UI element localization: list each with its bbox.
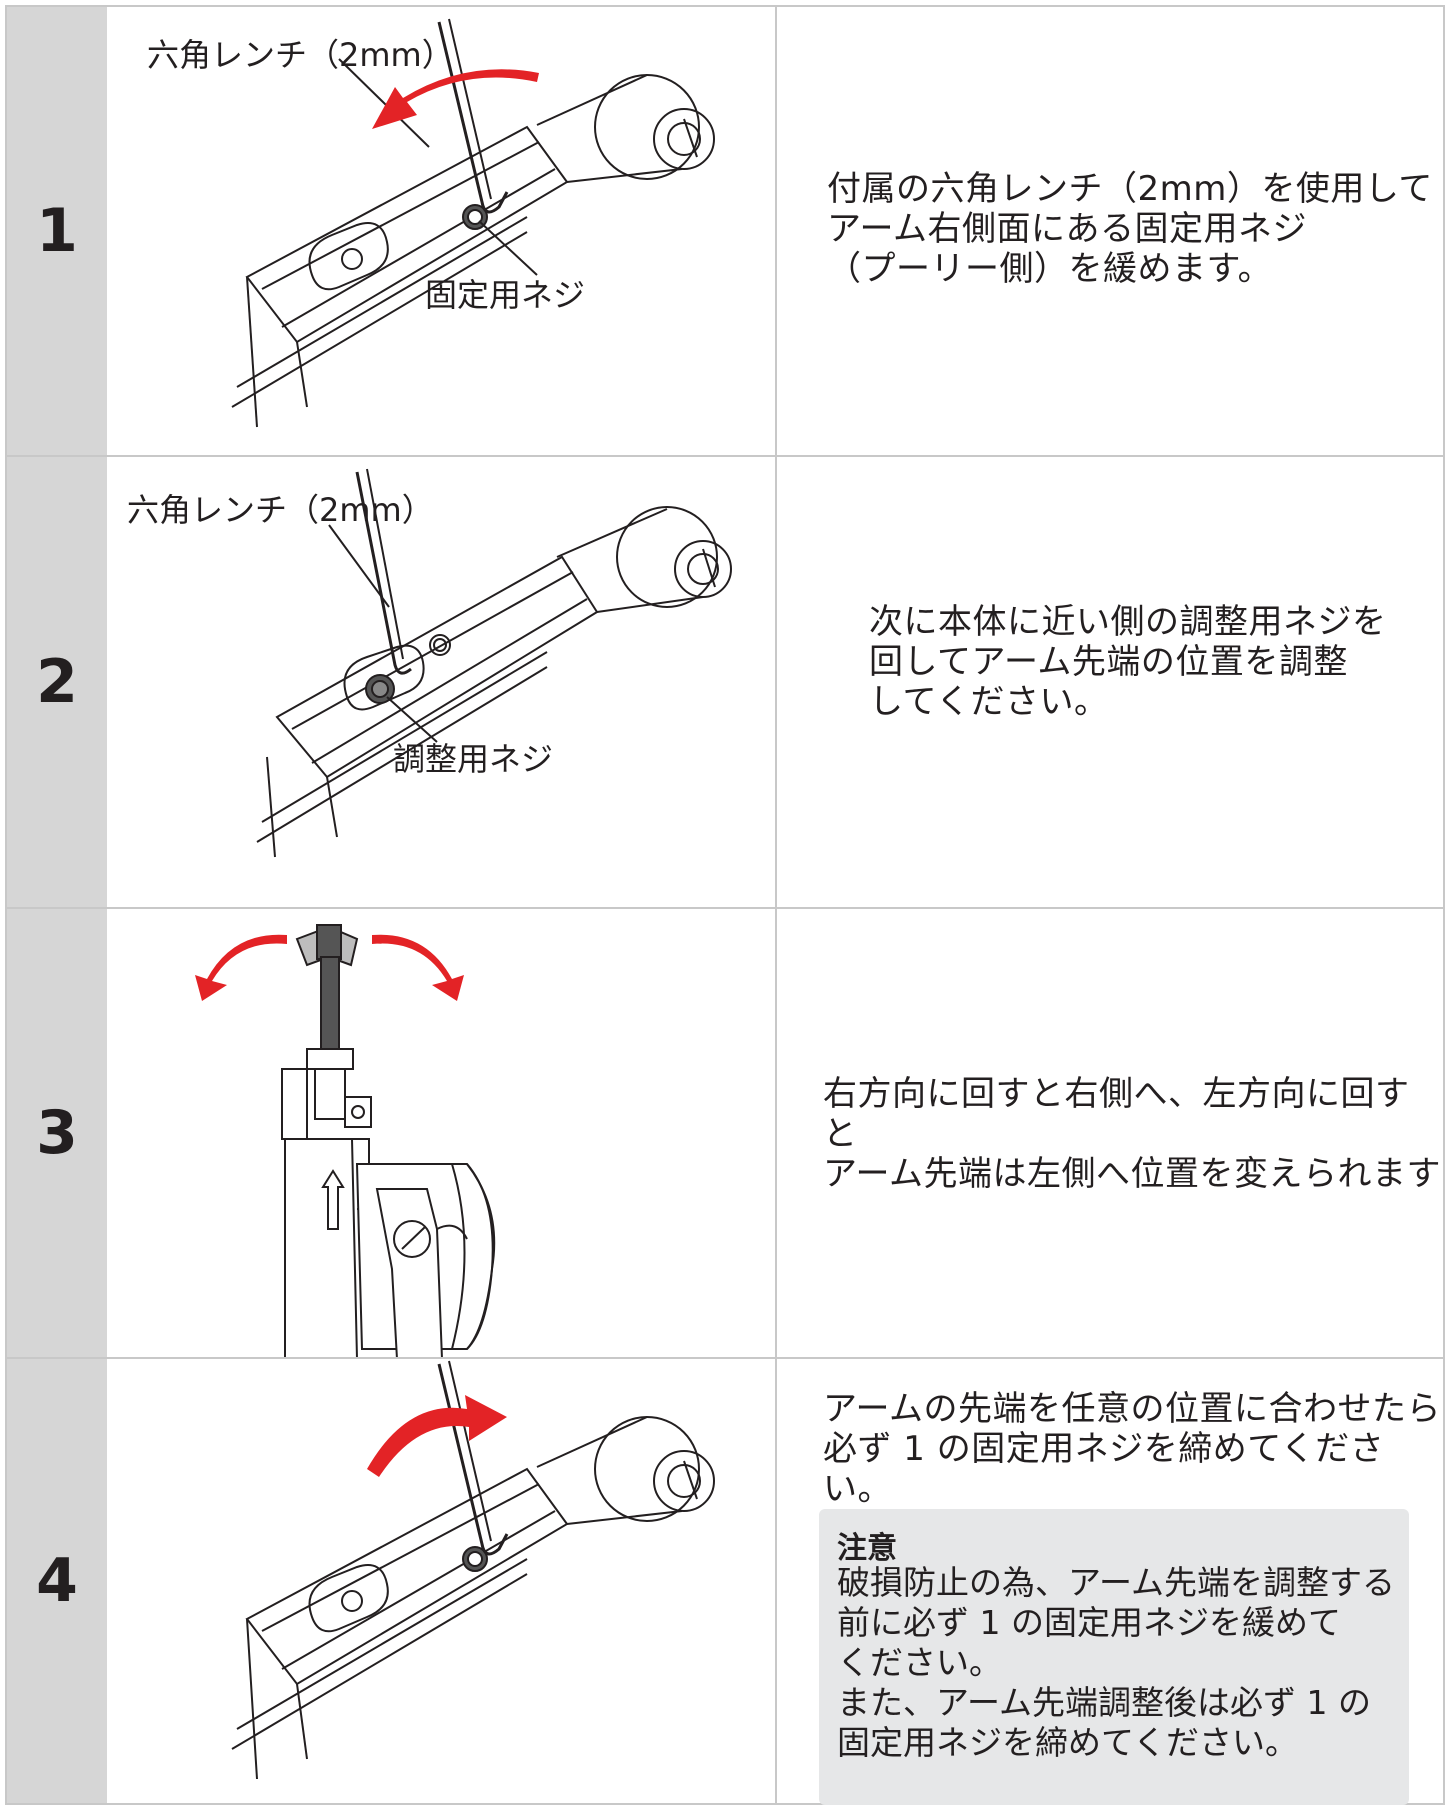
- instruction-table: 1: [5, 5, 1445, 1805]
- caution-note: 注意 破損防止の為、アーム先端を調整する 前に必ず 1 の固定用ネジを緩めて く…: [819, 1509, 1409, 1805]
- step-description: 右方向に回すと右側へ、左方向に回すと アーム先端は左側へ位置を変えられます: [823, 1074, 1441, 1194]
- step-illustration: 六角レンチ（2mm） 調整用ネジ: [107, 457, 777, 907]
- arm-fixing-screw-illustration: [231, 18, 715, 428]
- screw-label: 固定用ネジ: [425, 276, 586, 314]
- arm-adjust-screw-illustration: [256, 468, 732, 858]
- rotate-right-arrow-icon: [367, 1395, 507, 1477]
- step-text-cell: 次に本体に近い側の調整用ネジを 回してアーム先端の位置を調整 してください。: [779, 457, 1443, 907]
- step-text-cell: 右方向に回すと右側へ、左方向に回すと アーム先端は左側へ位置を変えられます: [779, 909, 1443, 1357]
- step-number: 3: [7, 909, 107, 1357]
- wrench-label: 六角レンチ（2mm）: [147, 36, 454, 74]
- step-row-1: 1: [7, 7, 1443, 457]
- step-description: 付属の六角レンチ（2mm）を使用して アーム右側面にある固定用ネジ （プーリー側…: [827, 169, 1433, 289]
- step-number: 2: [7, 457, 107, 907]
- step-text-cell: 付属の六角レンチ（2mm）を使用して アーム右側面にある固定用ネジ （プーリー側…: [779, 7, 1443, 455]
- rotate-right-arrow-icon: [372, 934, 464, 1001]
- arm-tighten-screw-illustration: [231, 1360, 715, 1780]
- wrench-label: 六角レンチ（2mm）: [127, 491, 434, 529]
- step-illustration: [107, 909, 777, 1357]
- arm-front-view-illustration: [195, 924, 496, 1357]
- step-illustration: [107, 1359, 777, 1803]
- step-row-2: 2: [7, 457, 1443, 909]
- caution-body: 破損防止の為、アーム先端を調整する 前に必ず 1 の固定用ネジを緩めて ください…: [837, 1563, 1396, 1762]
- step-row-4: 4: [7, 1359, 1443, 1805]
- step-description: アームの先端を任意の位置に合わせたら 必ず 1 の固定用ネジを締めてください。: [823, 1389, 1441, 1509]
- step-description: 次に本体に近い側の調整用ネジを 回してアーム先端の位置を調整 してください。: [869, 602, 1387, 722]
- step-number: 4: [7, 1359, 107, 1803]
- rotate-left-arrow-icon: [372, 69, 539, 129]
- step-text-cell: アームの先端を任意の位置に合わせたら 必ず 1 の固定用ネジを締めてください。 …: [779, 1359, 1443, 1805]
- step-row-3: 3: [7, 909, 1443, 1359]
- step-illustration: 六角レンチ（2mm） 固定用ネジ: [107, 7, 777, 455]
- step-number: 1: [7, 7, 107, 455]
- rotate-left-arrow-icon: [195, 934, 287, 1001]
- caution-title: 注意: [837, 1531, 897, 1566]
- screw-label: 調整用ネジ: [393, 740, 554, 778]
